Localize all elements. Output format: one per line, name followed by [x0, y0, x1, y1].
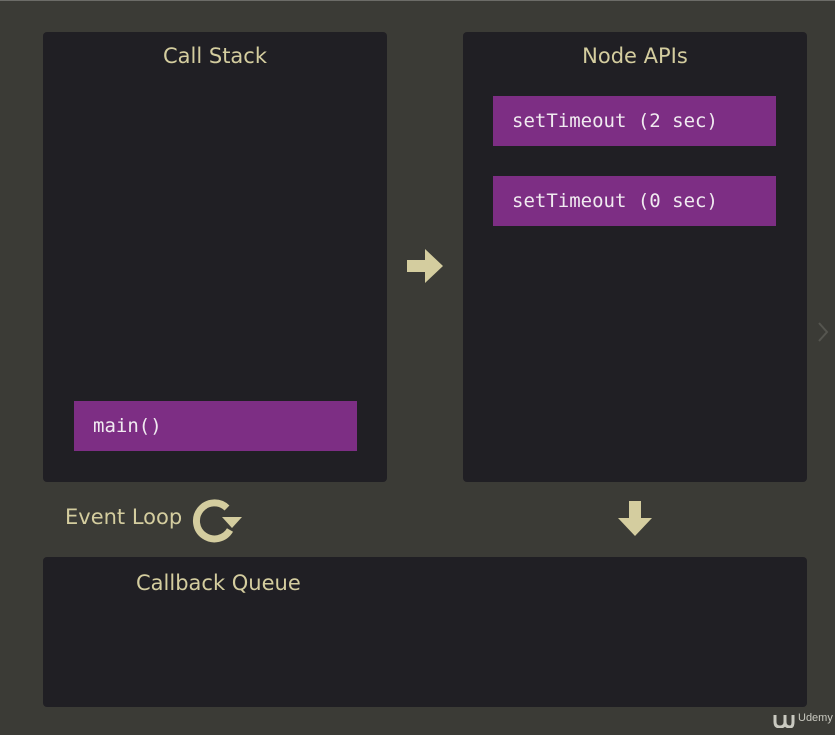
node-apis-panel: Node APIs setTimeout (2 sec) setTimeout …	[463, 32, 807, 482]
udemy-text: Udemy	[798, 712, 833, 724]
refresh-icon	[192, 499, 242, 543]
arrow-right-icon	[407, 249, 443, 283]
api-item-settimeout-0: setTimeout (0 sec)	[493, 176, 776, 226]
callback-queue-title: Callback Queue	[136, 571, 301, 595]
chevron-right-icon[interactable]	[816, 320, 830, 344]
callback-queue-panel: Callback Queue	[43, 557, 807, 707]
event-loop-label: Event Loop	[65, 505, 183, 529]
stack-frame-main: main()	[74, 401, 357, 451]
call-stack-title: Call Stack	[162, 44, 267, 68]
arrow-down-icon	[618, 501, 652, 536]
top-border	[0, 0, 835, 1]
node-apis-title: Node APIs	[582, 44, 688, 68]
udemy-logo-icon	[773, 715, 795, 728]
call-stack-panel: Call Stack main()	[43, 32, 387, 482]
udemy-watermark: Udemy	[773, 711, 833, 729]
api-item-settimeout-2: setTimeout (2 sec)	[493, 96, 776, 146]
